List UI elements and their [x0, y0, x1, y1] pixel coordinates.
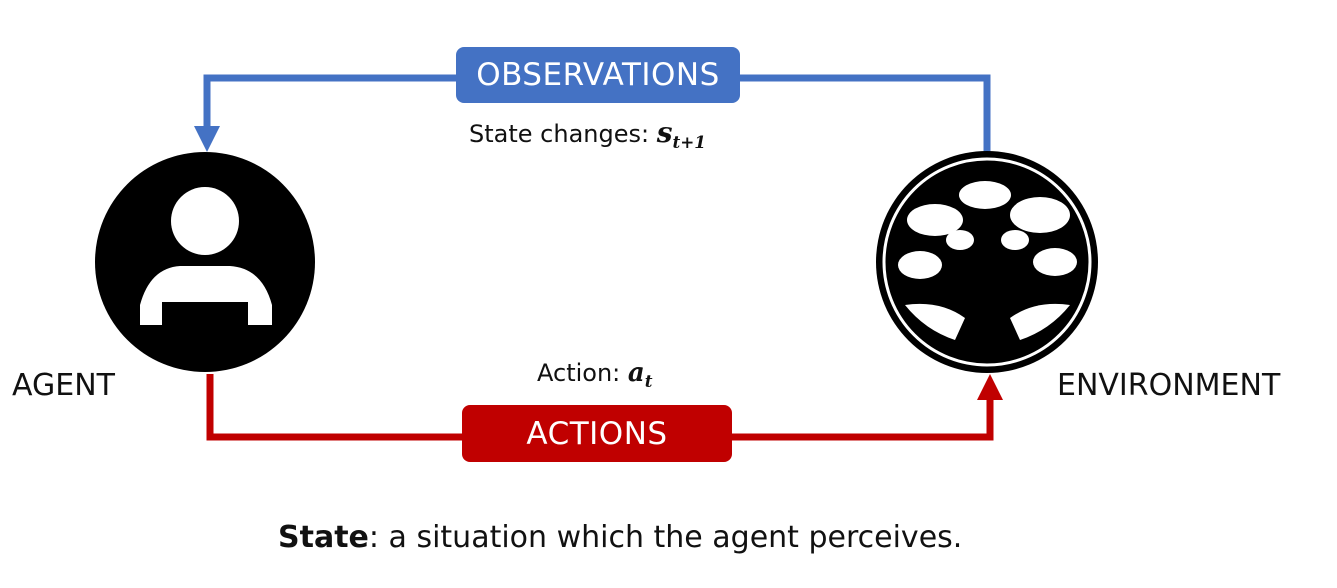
caption-rest: : a situation which the agent perceives. — [368, 520, 963, 555]
action-text: Action: — [537, 359, 628, 387]
environment-tree-icon — [876, 151, 1098, 373]
state-changes-text: State changes: — [469, 120, 657, 148]
observations-label: OBSERVATIONS — [476, 57, 720, 93]
agent-icon — [95, 152, 315, 372]
caption: State: a situation which the agent perce… — [278, 520, 962, 555]
observations-arrowhead — [194, 126, 220, 152]
observations-box: OBSERVATIONS — [456, 47, 740, 103]
agent-label: AGENT — [12, 368, 115, 403]
action-label: Action: at — [537, 358, 653, 391]
caption-term: State — [278, 520, 369, 555]
action-subscript: t — [644, 370, 653, 391]
environment-label: ENVIRONMENT — [1057, 368, 1281, 403]
actions-label: ACTIONS — [526, 415, 668, 452]
action-symbol: a — [627, 358, 645, 388]
state-symbol: s — [656, 116, 673, 149]
state-changes-label: State changes: st+1 — [469, 116, 706, 152]
state-subscript: t+1 — [672, 131, 706, 152]
actions-arrowhead — [977, 374, 1003, 400]
actions-box: ACTIONS — [462, 405, 732, 462]
